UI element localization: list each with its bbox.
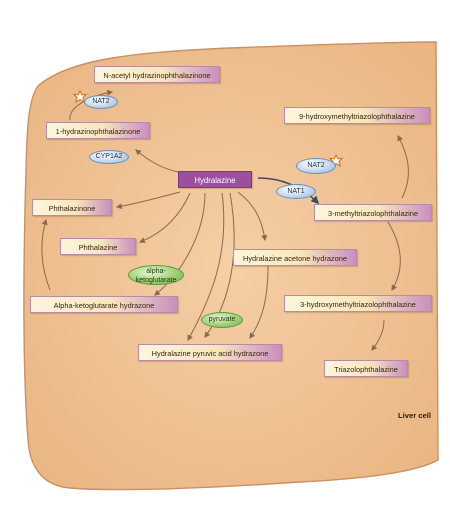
cofactor-alpha-ketoglutarate-line1: alpha- — [146, 268, 166, 275]
node-9-hydroxymethyltriazolophthalazine: 9-hydroxymethyltriazolophthalazine — [284, 107, 430, 124]
node-hydralazine-acetone-hydrazone: Hydralazine acetone hydrazone — [233, 249, 357, 266]
cofactor-pyruvate: pyruvate — [201, 312, 243, 328]
arrow-3-methyl-to-3-hydroxy — [387, 221, 401, 292]
enzyme-nat1: NAT1 — [276, 184, 316, 199]
enzyme-nat2-top: NAT2 — [84, 95, 118, 109]
cofactor-alpha-ketoglutarate: alpha- ketoglutarate — [128, 265, 184, 285]
node-n-acetyl-hydrazinophthalazinone: N-acetyl hydrazinophthalazinone — [94, 66, 220, 83]
arrow-alpha-kg-to-phthalazinone — [41, 218, 51, 291]
star-burst-icon — [72, 89, 88, 104]
arrow-hydralazine-to-pyruvic-hydrazone-a — [187, 192, 225, 342]
cell-label: Liver cell — [398, 411, 431, 420]
node-hydralazine-pyruvic-acid-hydrazone: Hydralazine pyruvic acid hydrazone — [138, 344, 282, 361]
arrow-hydralazine-to-phthalazinone — [115, 191, 181, 210]
arrow-3-methyl-to-9-hydroxy — [397, 134, 409, 199]
enzyme-nat2-right: NAT2 — [296, 158, 336, 174]
node-3-hydroxymethyltriazolophthalazine: 3-hydroxymethyltriazolophthalazine — [284, 295, 432, 312]
node-hydralazine: Hydralazine — [178, 171, 252, 188]
node-triazolophthalazine: Triazolophthalazine — [324, 360, 408, 377]
node-1-hydrazinophthalazinone: 1-hydrazinophthalazinone — [46, 122, 150, 139]
arrow-3-hydroxy-to-triazolo — [371, 319, 385, 351]
arrow-hydralazine-to-phthalazine — [138, 192, 191, 244]
arrow-hydralazine-to-acetone-hydrazone — [237, 191, 268, 242]
arrow-hydralazine-to-1-hydrazino — [135, 149, 179, 173]
node-alpha-ketoglutarate-hydrazone: Alpha-ketoglutarate hydrazone — [30, 296, 178, 313]
node-phthalazinone: Phthalazinone — [32, 199, 112, 216]
arrow-hydralazine-to-alpha-kg-hydrazone — [154, 192, 206, 296]
arrow-acetone-to-pyruvic-hydrazone — [249, 265, 269, 339]
cofactor-alpha-ketoglutarate-line2: ketoglutarate — [135, 277, 177, 284]
enzyme-cyp1a2: CYP1A2 — [89, 150, 129, 164]
node-3-methyltriazolophthalazine: 3-methyltriazolophthalazine — [314, 204, 432, 221]
node-phthalazine: Phthalazine — [60, 238, 136, 255]
arrow-1-hydrazino-to-n-acetyl — [69, 89, 114, 121]
